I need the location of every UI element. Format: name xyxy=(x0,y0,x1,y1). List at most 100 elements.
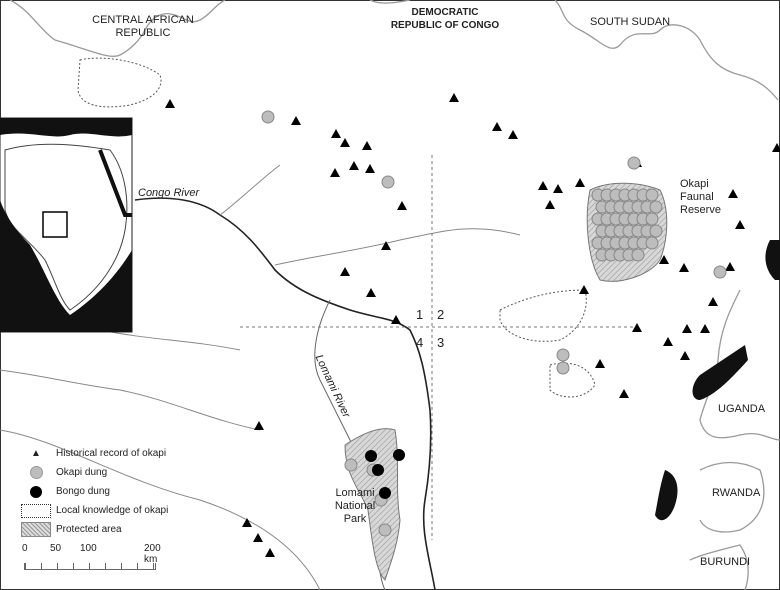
okapi-dung-marker xyxy=(649,224,663,238)
label-lomami-park: Lomami National Park xyxy=(334,487,376,525)
okapi-dung-marker xyxy=(627,156,641,170)
lomami-national-park xyxy=(344,428,401,581)
historical-record-marker xyxy=(291,116,301,125)
label-okapi-reserve: Okapi Faunal Reserve xyxy=(680,178,721,216)
historical-record-marker xyxy=(679,263,689,272)
historical-record-marker xyxy=(381,241,391,250)
tributary xyxy=(274,228,521,266)
label-burundi: BURUNDI xyxy=(700,556,751,568)
label-rwanda: RWANDA xyxy=(712,487,761,499)
legend-historical: Historical record of okapi xyxy=(56,448,167,459)
okapi-dung-marker xyxy=(556,348,570,362)
okapi-dung-marker xyxy=(378,523,392,537)
historical-record-marker xyxy=(728,189,738,198)
historical-record-marker xyxy=(449,93,459,102)
legend-bongo-dung: Bongo dung xyxy=(56,486,110,497)
quadrant-4: 4 xyxy=(416,335,424,350)
historical-record-marker xyxy=(595,359,605,368)
bongo-dung-marker xyxy=(372,464,384,476)
scale-tick-label: 0 xyxy=(22,543,28,554)
border-ss xyxy=(369,0,779,101)
tributary xyxy=(0,369,261,431)
okapi-dung-marker xyxy=(649,200,663,214)
historical-record-marker xyxy=(366,288,376,297)
local-knowledge-area xyxy=(499,289,587,342)
historical-record-marker xyxy=(397,201,407,210)
legend-okapi-dung: Okapi dung xyxy=(56,467,108,478)
border-uganda xyxy=(699,289,780,441)
bongo-dung-marker xyxy=(365,450,377,462)
bongo-dung-marker xyxy=(379,487,391,499)
historical-record-marker xyxy=(632,323,642,332)
historical-record-marker xyxy=(391,315,401,324)
scale-tick-label: 50 xyxy=(50,543,62,554)
historical-record-marker xyxy=(680,351,690,360)
okapi-dung-marker xyxy=(344,458,358,472)
historical-record-marker xyxy=(349,161,359,170)
label-south-sudan: SOUTH SUDAN xyxy=(590,16,671,28)
okapi-dung-marker xyxy=(261,110,275,124)
historical-record-marker xyxy=(242,518,252,527)
historical-record-marker xyxy=(735,220,745,229)
historical-record-marker xyxy=(508,130,518,139)
label-uganda: UGANDA xyxy=(718,403,766,415)
africa-inset xyxy=(0,117,133,333)
quadrant-3: 3 xyxy=(437,335,445,350)
lake-albert xyxy=(692,345,748,400)
legend-protected: Protected area xyxy=(56,524,122,535)
triangle-icon: ▲ xyxy=(31,448,41,459)
okapi-dung-marker xyxy=(645,212,659,226)
historical-record-marker xyxy=(708,297,718,306)
historical-record-marker xyxy=(538,181,548,190)
label-drc: DEMOCRATIC REPUBLIC OF CONGO xyxy=(390,7,500,31)
local-knowledge-area xyxy=(77,57,162,108)
label-congo-river: Congo River xyxy=(138,187,200,199)
historical-record-marker xyxy=(492,122,502,131)
inset-study-area xyxy=(42,211,68,238)
tributary xyxy=(0,429,321,590)
scale-tick-label: 100 xyxy=(80,543,97,554)
historical-record-marker xyxy=(772,143,780,152)
historical-record-marker xyxy=(365,164,375,173)
okapi-dung-marker xyxy=(381,175,395,189)
tributary xyxy=(219,164,281,216)
historical-record-marker xyxy=(253,533,263,542)
gray-circle-icon xyxy=(29,466,43,479)
hatched-box-icon xyxy=(21,522,51,537)
tributary xyxy=(99,329,241,351)
historical-record-marker xyxy=(575,178,585,187)
historical-record-marker xyxy=(619,389,629,398)
okapi-dung-marker xyxy=(556,361,570,375)
lake-edward xyxy=(765,240,780,280)
legend-local-knowledge: Local knowledge of okapi xyxy=(56,505,169,516)
historical-record-marker xyxy=(545,200,555,209)
black-circle-icon xyxy=(30,485,42,498)
historical-record-marker xyxy=(330,168,340,177)
historical-record-marker xyxy=(682,324,692,333)
historical-record-marker xyxy=(553,184,563,193)
dotted-box-icon xyxy=(21,503,51,518)
historical-record-marker xyxy=(265,548,275,557)
legend: ▲ Historical record of okapi Okapi dung B… xyxy=(16,444,168,579)
quadrant-1: 1 xyxy=(416,307,424,322)
historical-record-marker xyxy=(663,337,673,346)
historical-record-marker xyxy=(579,285,589,294)
congo-river xyxy=(134,197,436,590)
okapi-dung-marker xyxy=(713,265,727,279)
historical-record-marker xyxy=(340,267,350,276)
okapi-dung-marker xyxy=(645,188,659,202)
scale-bar: 0 50 100 200 km xyxy=(16,543,168,579)
historical-record-marker xyxy=(165,99,175,108)
local-knowledge-area xyxy=(549,362,596,398)
historical-record-marker xyxy=(659,255,669,264)
quadrant-2: 2 xyxy=(437,307,445,322)
label-car: CENTRAL AFRICAN REPUBLIC xyxy=(92,14,194,39)
historical-record-marker xyxy=(331,129,341,138)
lake-kivu xyxy=(655,470,678,521)
border-rwanda xyxy=(699,461,765,533)
okapi-dung-marker xyxy=(631,248,645,262)
historical-record-marker xyxy=(340,138,350,147)
border-car xyxy=(9,0,226,57)
